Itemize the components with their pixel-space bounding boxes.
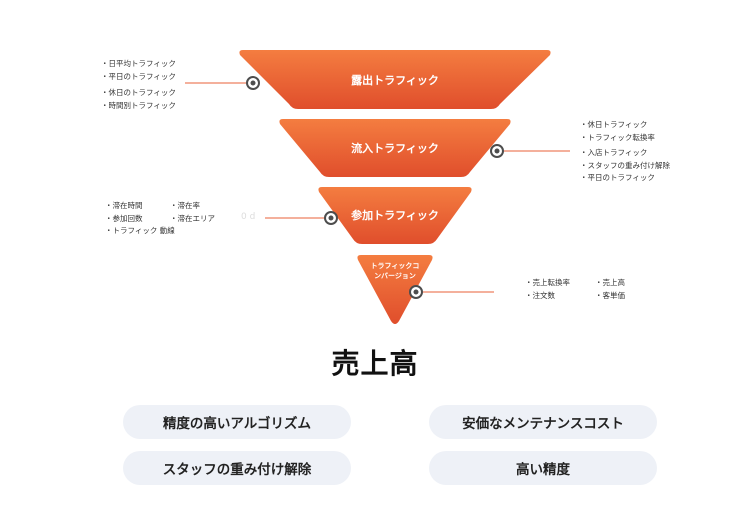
note-item: ・トラフィック 動線 <box>105 226 175 235</box>
note-item: ・売上高 <box>595 278 625 287</box>
note-item: ・滞在時間 <box>105 201 143 210</box>
note-item: ・日平均トラフィック <box>101 59 176 68</box>
feature-pill-algorithm: 精度の高いアルゴリズム <box>123 405 351 439</box>
note-item: ・トラフィック転換率 <box>580 132 655 142</box>
note-item: ・滞在エリア <box>170 213 215 223</box>
funnel-stage-inflow <box>279 119 511 177</box>
marker-participation-icon <box>324 211 338 225</box>
note-item: ・滞在率 <box>170 201 200 210</box>
notes-exposure: ・日平均トラフィック ・平日のトラフィック ・休日のトラフィック ・時間別トラフ… <box>101 58 176 112</box>
note-item: ・平日のトラフィック <box>580 173 655 182</box>
note-item: ・時間別トラフィック <box>101 100 176 110</box>
notes-participation-left: ・滞在時間 ・参加回数 ・トラフィック 動線 <box>105 200 175 238</box>
notes-conversion-left: ・売上転換率 ・注文数 <box>525 277 570 302</box>
funnel-stage-participation <box>318 187 472 244</box>
notes-participation-right: ・滞在率 ・滞在エリア <box>170 200 215 225</box>
marker-inflow-icon <box>490 144 504 158</box>
stage-label-participation: 参加トラフィック <box>351 209 439 222</box>
feature-pill-maintenance: 安価なメンテナンスコスト <box>429 405 657 439</box>
note-item: ・客単価 <box>595 290 625 300</box>
funnel-stage-conversion <box>357 255 433 324</box>
stage-label-conversion-line-2: ンバージョン <box>374 272 416 280</box>
stage-label-conversion: トラフィックコ ンバージョン <box>360 261 430 281</box>
stage-label-exposure: 露出トラフィック <box>351 74 439 87</box>
result-title: 売上高 <box>331 347 419 380</box>
note-item: ・入店トラフィック <box>580 148 648 157</box>
feature-pill-staff: スタッフの重み付け解除 <box>123 451 351 485</box>
funnel-stage-exposure <box>239 50 551 109</box>
notes-conversion-right: ・売上高 ・客単価 <box>595 277 625 302</box>
note-item: ・休日トラフィック <box>580 120 648 129</box>
note-item: ・平日のトラフィック <box>101 71 176 81</box>
marker-conversion-icon <box>409 285 423 299</box>
note-item: ・参加回数 <box>105 213 143 223</box>
stage-label-inflow: 流入トラフィック <box>351 142 439 155</box>
stage-label-conversion-line-1: トラフィックコ <box>370 262 420 270</box>
faint-label: 0 d <box>241 212 256 222</box>
notes-inflow: ・休日トラフィック ・トラフィック転換率 ・入店トラフィック ・スタッフの重み付… <box>580 119 670 185</box>
note-item: ・注文数 <box>525 290 555 300</box>
note-item: ・スタッフの重み付け解除 <box>580 160 670 170</box>
note-item: ・売上転換率 <box>525 278 570 287</box>
marker-exposure-icon <box>246 76 260 90</box>
feature-pill-accuracy: 高い精度 <box>429 451 657 485</box>
note-item: ・休日のトラフィック <box>101 88 176 97</box>
